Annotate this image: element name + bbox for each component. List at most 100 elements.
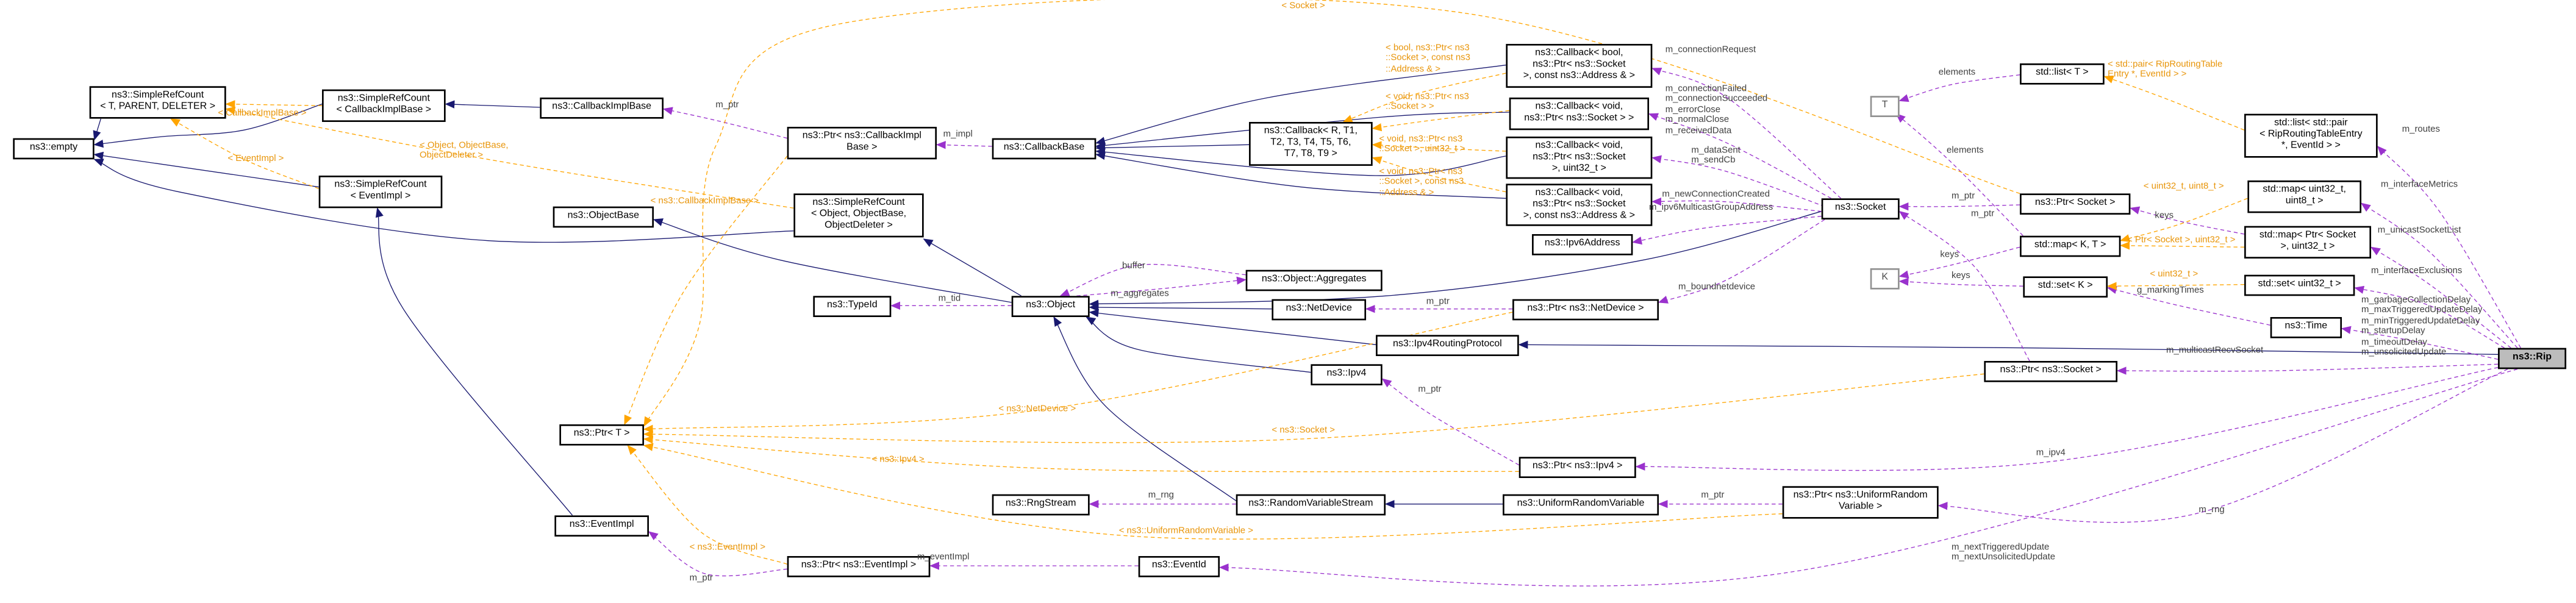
node-ptr-netdevice[interactable]: ns3::Ptr< ns3::NetDevice > (1512, 299, 1659, 321)
node-cb-void-address[interactable]: ns3::Callback< void, ns3::Ptr< ns3::Sock… (1506, 184, 1653, 226)
node-ipv6address[interactable]: ns3::Ipv6Address (1532, 234, 1633, 255)
node-map-ptrsocket-uint32[interactable]: std::map< Ptr< Socket >, uint32_t > (2244, 226, 2372, 259)
edge-src-eventimpl-to-empty (93, 151, 319, 188)
edge-ipv4-to-object (1086, 316, 1311, 373)
node-cb-r[interactable]: ns3::Callback< R, T1, T2, T3, T4, T5, T6… (1249, 122, 1373, 166)
edge-set-k-to-k (1898, 277, 2023, 287)
node-object-aggregates[interactable]: ns3::Object::Aggregates (1245, 269, 1383, 291)
edge-cb-bool-to-cb-r (1342, 73, 1506, 123)
node-ptr-ipv4[interactable]: ns3::Ptr< ns3::Ipv4 > (1519, 457, 1636, 479)
node-src-object[interactable]: ns3::SimpleRefCount < Object, ObjectBase… (793, 193, 924, 238)
node-empty[interactable]: ns3::empty (13, 138, 95, 160)
node-netdevice[interactable]: ns3::NetDevice (1272, 299, 1367, 321)
edge-ptr-socket-to-ptr-t (643, 0, 2020, 427)
node-objectbase[interactable]: ns3::ObjectBase (553, 206, 654, 228)
edge-object-to-objectbase (653, 218, 1012, 303)
edge-src-eventimpl-to-src-t (170, 118, 319, 189)
edge-rip-to-ptr-uniformrandomvariable (1937, 368, 2508, 523)
edge-ipv4routingprotocol-to-object (1089, 309, 1376, 346)
edge-src-t-to-empty (93, 118, 101, 141)
edge-object-to-src-object (923, 238, 1022, 296)
edge-src-object-to-src-t (225, 106, 794, 209)
edge-cb-r-to-callbackbase (1095, 143, 1250, 152)
node-cb-void-socket[interactable]: ns3::Callback< void, ns3::Ptr< ns3::Sock… (1509, 98, 1650, 130)
node-socket[interactable]: ns3::Socket (1821, 198, 1900, 220)
node-src-callbackimplbase[interactable]: ns3::SimpleRefCount < CallbackImplBase > (322, 89, 446, 123)
node-map-uint32-uint8[interactable]: std::map< uint32_t, uint8_t > (2247, 180, 2362, 213)
edge-randomvariablestream-to-object (1053, 316, 1237, 501)
node-ptr-socket[interactable]: ns3::Ptr< Socket > (2020, 193, 2131, 215)
node-callbackimplbase[interactable]: ns3::CallbackImplBase (540, 98, 664, 119)
node-rngstream[interactable]: ns3::RngStream (992, 494, 1090, 516)
edge-rip-to-ptr-ipv4 (1635, 367, 2499, 471)
edge-cb-void-uint32-to-callbackbase (1095, 148, 1506, 176)
node-ptr-t[interactable]: ns3::Ptr< T > (559, 424, 645, 446)
edge-cb-void-uint32-to-cb-r (1372, 141, 1506, 152)
node-eventid[interactable]: ns3::EventId (1138, 556, 1220, 577)
node-k[interactable]: K (1870, 268, 1900, 290)
edge-netdevice-to-object (1089, 303, 1272, 312)
edge-cb-void-address-to-callbackbase (1095, 152, 1506, 199)
edge-callbackimplbase-to-src-callbackimplbase (445, 100, 540, 109)
node-t[interactable]: T (1870, 96, 1900, 118)
edge-ptr-eventimpl-to-ptr-t (627, 444, 787, 565)
node-cb-void-uint32[interactable]: ns3::Callback< void, ns3::Ptr< ns3::Sock… (1506, 137, 1653, 179)
node-ptr-uniformrandomvariable[interactable]: ns3::Ptr< ns3::UniformRandom Variable > (1782, 486, 1939, 519)
edge-list-t-to-t (1898, 74, 2020, 102)
node-time[interactable]: ns3::Time (2270, 317, 2342, 338)
edge-set-uint32-to-set-k (2106, 282, 2245, 290)
edge-socket-to-ptr-netdevice (1658, 219, 1825, 304)
edge-ptr-socket-to-socket (1898, 202, 2020, 211)
edge-src-object-to-empty (93, 159, 794, 243)
edge-socket-to-ipv6address (1632, 216, 1822, 245)
edge-cb-void-socket-to-callbackbase (1095, 112, 1509, 150)
edge-cb-void-socket-to-cb-r (1372, 110, 1509, 132)
node-eventimpl[interactable]: ns3::EventImpl (554, 515, 649, 537)
node-ipv4routingprotocol[interactable]: ns3::Ipv4RoutingProtocol (1376, 335, 1519, 357)
node-ptr-eventimpl[interactable]: ns3::Ptr< ns3::EventImpl > (787, 556, 931, 577)
node-randomvariablestream[interactable]: ns3::RandomVariableStream (1236, 494, 1386, 516)
node-callbackbase[interactable]: ns3::CallbackBase (992, 138, 1097, 160)
edge-socket-to-cb-void-address (1651, 198, 1822, 212)
edge-rip-to-eventid (1218, 368, 2518, 587)
edge-rip-to-time (2341, 326, 2499, 360)
edge-eventimpl-to-src-eventimpl (375, 207, 573, 516)
node-map-k-t[interactable]: std::map< K, T > (2020, 235, 2121, 257)
node-list-t[interactable]: std::list< T > (2020, 63, 2105, 85)
node-ptr-callbackimplbase[interactable]: ns3::Ptr< ns3::CallbackImpl Base > (787, 127, 937, 160)
edge-ptr-callbackimplbase-to-ptr-t (624, 155, 788, 426)
edge-cb-void-address-to-cb-r (1372, 156, 1506, 193)
node-cb-bool[interactable]: ns3::Callback< bool, ns3::Ptr< ns3::Sock… (1506, 44, 1653, 88)
edge-rip-to-map-uint32-uint8 (2360, 202, 2518, 349)
node-uniformrandomvariable[interactable]: ns3::UniformRandomVariable (1503, 494, 1659, 516)
edge-map-ptrsocket-uint32-to-map-k-t (2120, 241, 2245, 250)
edge-rip-to-map-ptrsocket-uint32 (2370, 246, 2511, 349)
node-src-t[interactable]: ns3::SimpleRefCount < T, PARENT, DELETER… (89, 86, 226, 119)
edge-rip-to-ipv4routingprotocol (1518, 340, 2499, 355)
edge-socket-to-object (1089, 211, 1822, 308)
node-src-eventimpl[interactable]: ns3::SimpleRefCount < EventImpl > (318, 176, 443, 209)
edge-rip-to-ptr-ns3-socket (2116, 363, 2499, 375)
node-rip[interactable]: ns3::Rip (2498, 348, 2567, 369)
node-list-pair[interactable]: std::list< std::pair < RipRoutingTableEn… (2244, 113, 2378, 158)
edge-list-pair-to-list-t (2103, 76, 2245, 130)
node-ipv4[interactable]: ns3::Ipv4 (1311, 364, 1383, 386)
edge-cb-bool-to-callbackbase (1095, 65, 1506, 145)
edge-object-to-object-aggregates (1076, 276, 1247, 297)
edge-callbackbase-to-ptr-callbackimplbase (936, 141, 992, 149)
node-set-uint32[interactable]: std::set< uint32_t > (2244, 274, 2355, 296)
node-set-k[interactable]: std::set< K > (2023, 276, 2108, 298)
node-object[interactable]: ns3::Object (1011, 296, 1090, 318)
edge-src-callbackimplbase-to-empty (93, 104, 323, 148)
node-typeid[interactable]: ns3::TypeId (813, 296, 892, 318)
edge-map-k-t-to-t (1895, 113, 2023, 237)
edge-ptr-callbackimplbase-to-callbackimplbase (662, 107, 787, 139)
edge-ptr-uniformrandomvariable-to-ptr-t (643, 443, 1783, 540)
node-ptr-ns3-socket[interactable]: ns3::Ptr< ns3::Socket > (1984, 361, 2118, 382)
edge-socket-to-cb-bool (1651, 68, 1842, 199)
edge-ptr-eventimpl-to-eventimpl (648, 531, 787, 577)
edge-socket-to-cb-void-uint32 (1651, 155, 1825, 207)
edge-map-ptrsocket-uint32-to-ptr-socket (2130, 206, 2245, 235)
